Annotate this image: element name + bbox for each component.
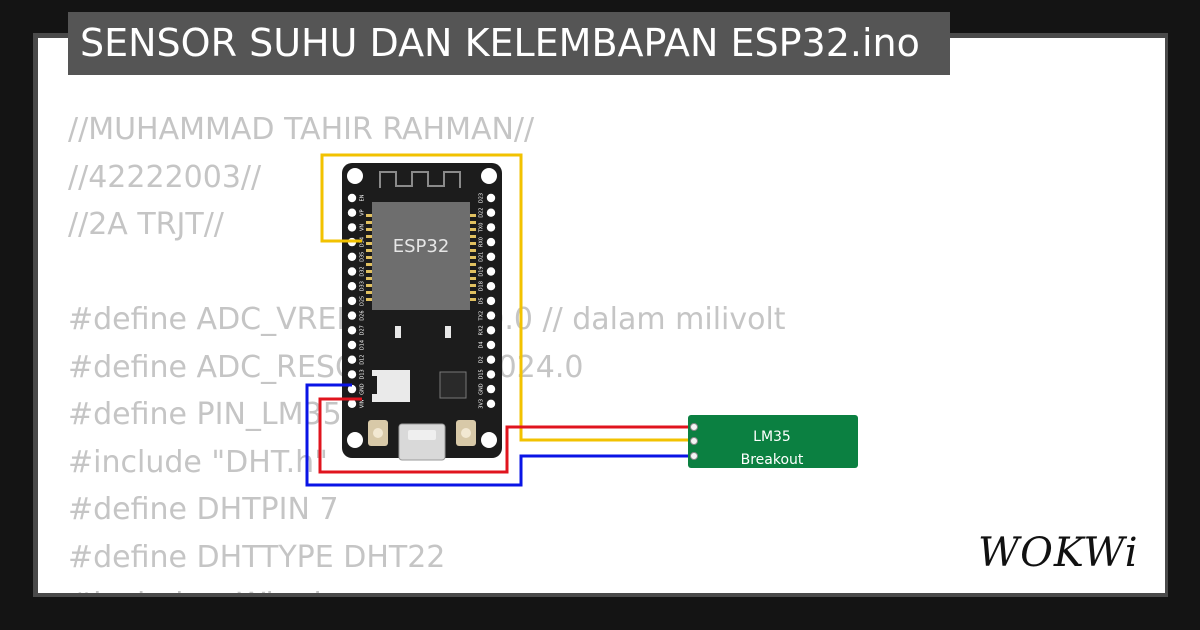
lm35-pin-gnd: [690, 452, 698, 460]
code-line: #define DHTTYPE DHT22: [68, 539, 446, 575]
pin-label: GND: [479, 383, 485, 395]
code-line: //2A TRJT//: [68, 207, 224, 242]
pin-label: RX0: [479, 237, 485, 247]
pin-right-d18[interactable]: [486, 282, 496, 291]
pin-right-d5[interactable]: [486, 296, 496, 306]
usb-port: [398, 423, 446, 461]
preview-card: //MUHAMMAD TAHIR RAHMAN// //42222003// //2…: [38, 38, 1165, 593]
code-line: //42222003//: [68, 159, 262, 195]
pin-label: RX2: [479, 325, 485, 335]
wokwi-logo: WOKWi: [978, 530, 1139, 576]
pin-left-d25[interactable]: [347, 296, 357, 306]
pin-label: TX2: [479, 311, 485, 322]
pin-label: VP: [360, 209, 366, 215]
title-bar: SENSOR SUHU DAN KELEMBAPAN ESP32.ino: [68, 12, 950, 75]
code-view: //MUHAMMAD TAHIR RAHMAN// //42222003// //2…: [68, 106, 786, 593]
lm35-sublabel: Breakout: [741, 452, 804, 468]
antenna-trace: [379, 171, 461, 188]
pin-left-vin[interactable]: [347, 399, 357, 408]
pin-right-d4[interactable]: [486, 340, 496, 350]
pin-label: D23: [479, 193, 485, 203]
pin-right-rx2[interactable]: [486, 326, 496, 335]
pin-label: D14: [360, 340, 366, 350]
pin-left-d27[interactable]: [347, 326, 357, 335]
pin-left-d32[interactable]: [347, 267, 357, 276]
pin-left-d12[interactable]: [347, 355, 357, 364]
pin-right-rx0[interactable]: [486, 237, 496, 247]
lm35-breakout[interactable]: LM35 Breakout: [688, 415, 858, 468]
pin-label: GND: [360, 383, 366, 395]
pin-label: 3V3: [479, 399, 485, 409]
pin-label: D13: [360, 369, 366, 379]
pin-label: D2: [479, 356, 485, 363]
pin-label: D18: [479, 281, 485, 291]
pin-label: D22: [479, 208, 485, 218]
pin-right-d22[interactable]: [486, 208, 496, 217]
esp32-board[interactable]: ESP32 ENVPVND34D35D32D33D25D26D27D14D12D…: [342, 163, 502, 461]
code-line: #define DHTPIN 7: [68, 492, 339, 527]
pin-label: D21: [479, 252, 485, 262]
code-line: #include <Wire.h>: [68, 581, 786, 593]
pin-label: D25: [360, 296, 366, 306]
pin-label: D26: [360, 310, 366, 320]
pin-left-d13[interactable]: [347, 370, 357, 379]
lm35-label: LM35: [753, 429, 791, 445]
pin-left-en[interactable]: [347, 193, 357, 203]
pin-left-d35[interactable]: [347, 252, 357, 261]
pin-label: D5: [479, 297, 485, 304]
pin-left-gnd[interactable]: [347, 384, 357, 394]
pin-right-d23[interactable]: [486, 193, 496, 203]
pin-right-gnd[interactable]: [486, 384, 496, 394]
pin-label: D15: [479, 369, 485, 379]
wokwi-logo-text: WOKWi: [978, 530, 1139, 576]
pin-right-d21[interactable]: [486, 252, 496, 261]
pin-label: VN: [360, 224, 366, 231]
project-title: SENSOR SUHU DAN KELEMBAPAN ESP32.ino: [80, 21, 920, 65]
chip-label: ESP32: [393, 236, 450, 257]
pin-label: D34: [360, 237, 366, 247]
code-line: #include "DHT.h": [68, 444, 328, 480]
pin-left-d26[interactable]: [347, 311, 357, 320]
wires: [305, 153, 692, 487]
pin-right-d2[interactable]: [486, 355, 496, 364]
voltage-regulator: [372, 370, 410, 402]
vcc-wire: [318, 397, 692, 474]
usb-uart-chip: [439, 371, 467, 399]
pin-left-d33[interactable]: [347, 282, 357, 291]
pin-label: D19: [479, 266, 485, 276]
pin-label: D4: [479, 341, 485, 348]
pin-label: D35: [360, 252, 366, 262]
pin-right-3v3[interactable]: [486, 399, 496, 408]
lm35-pin-vcc: [690, 423, 698, 431]
pin-right-d19[interactable]: [486, 267, 496, 276]
pin-label: VIN: [360, 399, 366, 408]
pin-label: TX0: [479, 223, 485, 234]
pin-right-d15[interactable]: [486, 370, 496, 379]
pin-left-d14[interactable]: [347, 340, 357, 350]
pin-left-vn[interactable]: [347, 223, 357, 232]
pin-label: D27: [360, 325, 366, 335]
pin-label: EN: [360, 194, 366, 201]
esp32-chip: ESP32: [366, 202, 476, 310]
pin-right-tx0[interactable]: [486, 223, 496, 232]
signal-wire: [320, 153, 692, 442]
pin-label: D12: [360, 355, 366, 365]
code-line: //MUHAMMAD TAHIR RAHMAN//: [68, 112, 535, 147]
lm35-pin-out: [690, 437, 698, 445]
gnd-wire: [305, 383, 692, 487]
pin-label: D33: [360, 281, 366, 291]
pin-label: D32: [360, 266, 366, 276]
pin-left-vp[interactable]: [347, 208, 357, 217]
pin-right-tx2[interactable]: [486, 311, 496, 320]
